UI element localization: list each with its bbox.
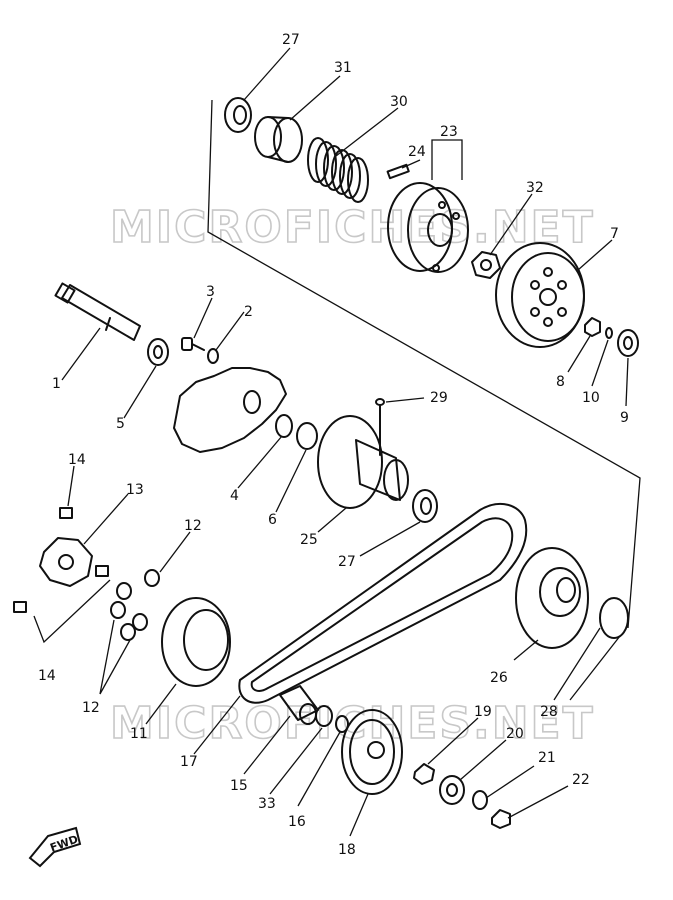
callout-1: 1 [52, 376, 61, 392]
part-1-drive-shaft [54, 282, 141, 341]
leader-lines [33, 47, 629, 837]
callout-20: 20 [506, 726, 524, 742]
callout-21: 21 [538, 750, 556, 766]
part-27-oil-seal [224, 97, 252, 133]
part-17-v-belt [238, 502, 528, 704]
callout-27-top: 27 [282, 32, 300, 48]
part-7-clutch-housing [495, 242, 585, 348]
part-10-washer [605, 327, 613, 339]
part-14-slider [13, 507, 109, 613]
part-32-nut [471, 251, 501, 279]
callout-17: 17 [180, 754, 198, 770]
part-31-collar [254, 116, 303, 163]
callout-13: 13 [126, 482, 144, 498]
assembly-bracket [207, 99, 641, 629]
callout-32: 32 [526, 180, 544, 196]
part-21-washer [472, 790, 488, 810]
part-25-sliding-sheave [317, 415, 409, 509]
part-26-secondary-sheave [515, 547, 589, 649]
callout-5: 5 [116, 416, 125, 432]
part-9-bearing [617, 329, 639, 357]
callout-25: 25 [300, 532, 318, 548]
callout-33: 33 [258, 796, 276, 812]
part-6-washer [296, 422, 318, 450]
callout-7: 7 [610, 226, 619, 242]
callout-26: 26 [490, 670, 508, 686]
part-29-pin [375, 398, 385, 456]
callout-27-lower: 27 [338, 554, 356, 570]
callout-3: 3 [206, 284, 215, 300]
callout-9: 9 [620, 410, 629, 426]
part-13-cam [39, 537, 93, 587]
callout-11: 11 [130, 726, 148, 742]
part-27-oil-seal-lower [412, 489, 438, 523]
part-5-bearing [147, 338, 169, 366]
callout-16: 16 [288, 814, 306, 830]
part-12-weights [110, 569, 160, 641]
callout-4: 4 [230, 488, 239, 504]
callout-15: 15 [230, 778, 248, 794]
part-18-fan [341, 709, 403, 795]
part-22-nut [491, 809, 511, 829]
part-16-washer [335, 715, 349, 733]
callout-numbers: 27 31 30 23 24 32 7 3 2 1 5 8 10 9 29 4 … [38, 32, 629, 858]
callout-30: 30 [390, 94, 408, 110]
part-4-washer [275, 414, 293, 438]
part-30-compression-spring [307, 137, 369, 203]
callout-23: 23 [440, 124, 458, 140]
callout-10: 10 [582, 390, 600, 406]
part-2-washer [207, 348, 219, 364]
part-23-clutch-carrier [387, 182, 469, 273]
callout-28: 28 [540, 704, 558, 720]
callout-8: 8 [556, 374, 565, 390]
callout-12-top: 12 [184, 518, 202, 534]
callout-22: 22 [572, 772, 590, 788]
callout-19: 19 [474, 704, 492, 720]
callout-18: 18 [338, 842, 356, 858]
callout-14-top: 14 [68, 452, 86, 468]
callout-31: 31 [334, 60, 352, 76]
part-19-nut [413, 763, 435, 785]
plate [173, 367, 287, 453]
part-3-bolt [181, 337, 205, 351]
callout-6: 6 [268, 512, 277, 528]
part-20-clutch-plate [439, 775, 465, 805]
watermark-top: MICROFICHES.NET [110, 202, 595, 253]
part-11-primary-sheave [161, 597, 231, 687]
callout-2: 2 [244, 304, 253, 320]
callout-24: 24 [408, 144, 426, 160]
part-28-plate [599, 597, 629, 639]
callout-12-bottom: 12 [82, 700, 100, 716]
part-33-washer [315, 705, 333, 727]
part-24-pin [386, 163, 410, 180]
callout-29: 29 [430, 390, 448, 406]
forward-direction-arrow-icon: FWD [28, 826, 82, 868]
callout-14-bottom: 14 [38, 668, 56, 684]
part-8-nut [584, 317, 601, 337]
